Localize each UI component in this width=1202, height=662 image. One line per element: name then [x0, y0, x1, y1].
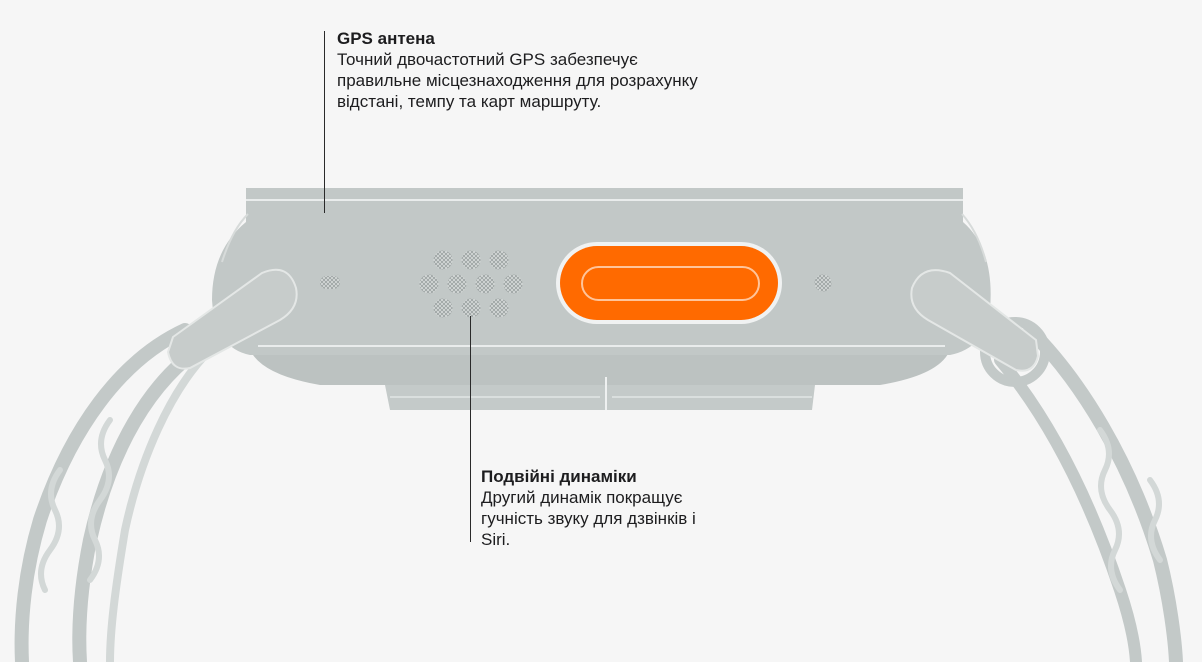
action-button-icon: [556, 242, 782, 324]
dual-speakers-callout: Подвійні динаміки Другий динамік покращу…: [481, 466, 711, 550]
right-band-lug-icon: [910, 269, 1040, 372]
gps-antenna-title: GPS антена: [337, 29, 435, 48]
microphone-icon: [814, 274, 832, 292]
gps-leader-line: [324, 31, 325, 213]
speaker-grille-icon: [419, 250, 523, 318]
microphone-icon: [320, 276, 340, 289]
gps-antenna-description: Точний двочастотний GPS забезпечує прави…: [337, 50, 698, 111]
watch-back-plate: [250, 350, 950, 410]
dual-speakers-title: Подвійні динаміки: [481, 467, 637, 486]
speakers-leader-line: [470, 316, 471, 542]
left-band-lug-icon: [166, 268, 298, 370]
left-band-icon: [14, 323, 214, 662]
dual-speakers-description: Другий динамік покращує гучність звуку д…: [481, 488, 696, 549]
gps-antenna-callout: GPS антена Точний двочастотний GPS забез…: [337, 28, 717, 112]
right-band-icon: [980, 317, 1183, 662]
